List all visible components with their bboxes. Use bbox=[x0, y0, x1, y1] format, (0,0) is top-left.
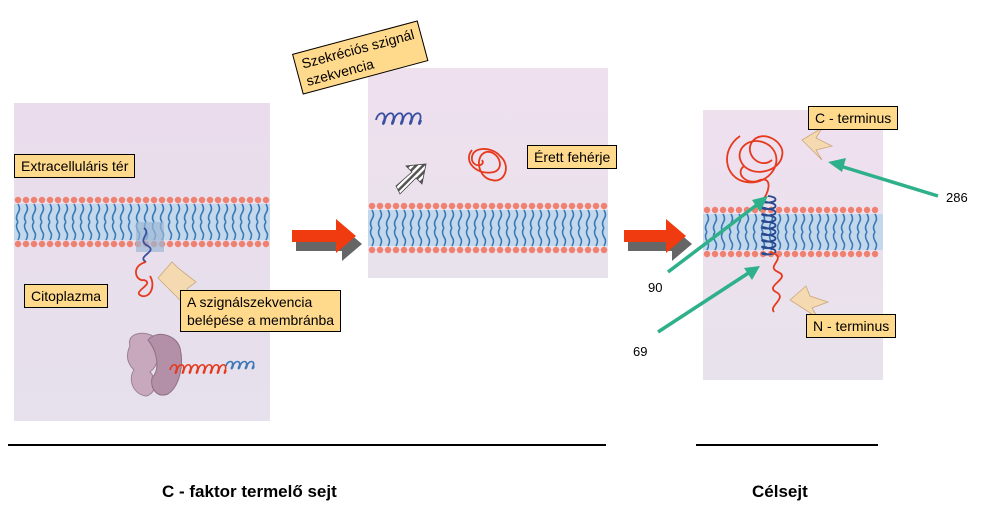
panel-producer-cell bbox=[14, 103, 270, 421]
panel-target-cell bbox=[703, 110, 883, 380]
label-mature-protein: Érett fehérje bbox=[527, 145, 618, 169]
label-c-terminus: C - terminus bbox=[808, 106, 899, 130]
transmembrane-helix bbox=[761, 195, 777, 256]
membrane-panel-3 bbox=[703, 206, 883, 258]
label-cytoplasm: Citoplazma bbox=[24, 284, 109, 308]
label-signal-entry-line2: belépése a membránba bbox=[187, 312, 335, 328]
secretion-direction-arrow bbox=[395, 163, 427, 195]
label-n-terminus: N - terminus bbox=[806, 314, 897, 338]
pointer-69 bbox=[657, 266, 760, 334]
nascent-chain-coil bbox=[169, 363, 227, 374]
label-signal-entry: A szignálszekvencia belépése a membránba bbox=[180, 290, 342, 332]
n-terminal-tail bbox=[769, 251, 783, 313]
pointer-286 bbox=[828, 158, 939, 198]
cleaved-signal-sequence bbox=[375, 112, 422, 125]
pointer-90 bbox=[666, 196, 768, 274]
residue-286: 286 bbox=[946, 190, 968, 205]
panel-secretion bbox=[368, 68, 608, 278]
process-arrow-2 bbox=[624, 219, 692, 261]
residue-90: 90 bbox=[648, 280, 663, 295]
label-signal-entry-line1: A szignálszekvencia bbox=[187, 294, 313, 310]
ribosome-icon bbox=[126, 332, 182, 397]
nascent-chain-blue-coil bbox=[225, 360, 255, 370]
process-arrow-1 bbox=[292, 219, 362, 261]
residue-69: 69 bbox=[633, 344, 648, 359]
signal-sequence-in-membrane bbox=[142, 227, 152, 263]
c-terminal-domain bbox=[726, 135, 784, 201]
membrane-panel-2 bbox=[368, 202, 608, 254]
label-extracellular: Extracelluláris tér bbox=[14, 154, 136, 178]
mature-protein-shape bbox=[468, 148, 507, 182]
caption-target-cell: Célsejt bbox=[752, 482, 808, 501]
folding-chain-cytoplasm bbox=[135, 261, 154, 298]
caption-producer-cell: C - faktor termelő sejt bbox=[162, 482, 337, 501]
